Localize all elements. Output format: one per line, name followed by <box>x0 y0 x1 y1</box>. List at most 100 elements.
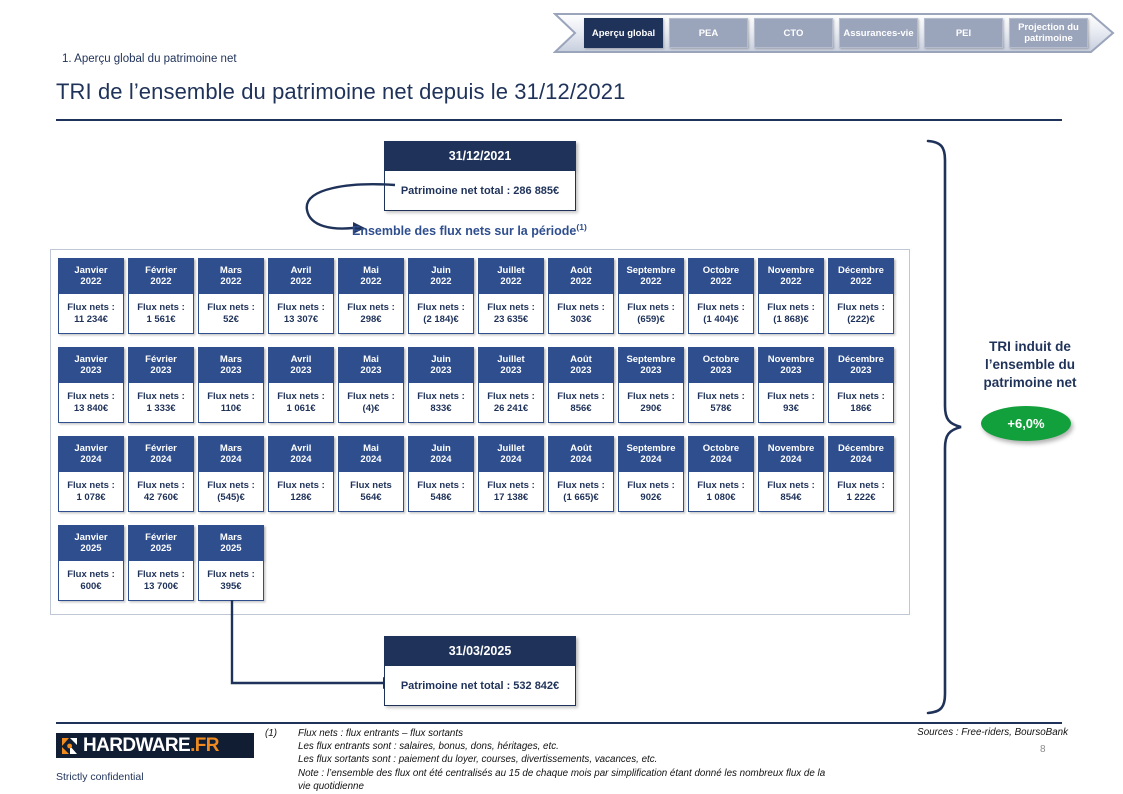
flux-cell-year: 2022 <box>710 276 732 287</box>
flux-cell-body: Flux nets :11 234€ <box>58 294 124 334</box>
flux-cell-value: 833€ <box>430 402 452 414</box>
flux-cell-year: 2024 <box>850 454 872 465</box>
flux-cell-label: Flux nets : <box>137 568 185 580</box>
flux-cell-year: 2022 <box>780 276 802 287</box>
flux-cell-label: Flux nets : <box>487 390 535 402</box>
footnote-line-1: Flux nets : flux entrants – flux sortant… <box>298 728 463 739</box>
flux-cell-month: Juillet <box>497 265 525 276</box>
nav-tab-cto[interactable]: CTO <box>754 18 833 48</box>
flux-cell-year: 2023 <box>220 365 242 376</box>
nav-tab-pei[interactable]: PEI <box>924 18 1003 48</box>
flux-cell-body: Flux nets :23 635€ <box>478 294 544 334</box>
flux-cell-label: Flux nets : <box>697 479 745 491</box>
flux-cell-value: 578€ <box>710 402 732 414</box>
flux-cell-month: Juin <box>431 265 451 276</box>
flux-cell-body: Flux nets :(222)€ <box>828 294 894 334</box>
flux-cell-month: Décembre <box>838 265 884 276</box>
footnote-line-3: Les flux sortants sont : paiement du loy… <box>298 754 658 766</box>
flux-cell-label: Flux nets : <box>767 479 815 491</box>
flux-cell-body: Flux nets :52€ <box>198 294 264 334</box>
flux-cell-label: Flux nets : <box>137 390 185 402</box>
flux-cell-body: Flux nets :1 078€ <box>58 472 124 512</box>
nav-tab-label: Assurances-vie <box>843 27 914 39</box>
flux-cell-label: Flux nets : <box>697 390 745 402</box>
flux-cell-label: Flux nets : <box>697 301 745 313</box>
footnote-line-4: Note : l’ensemble des flux ont été centr… <box>298 767 826 792</box>
flux-cell-label: Flux nets : <box>837 390 885 402</box>
flux-cell-label: Flux nets : <box>557 301 605 313</box>
flux-cell-value: (222)€ <box>847 313 875 325</box>
flux-cell-year: 2022 <box>500 276 522 287</box>
tri-value-badge: +6,0% <box>981 406 1071 441</box>
flux-cell-body: Flux nets :298€ <box>338 294 404 334</box>
flux-cell-month: Mars <box>219 532 243 543</box>
nav-tab-apercu-global[interactable]: Aperçu global <box>584 18 663 48</box>
flux-cell-label: Flux nets : <box>277 390 325 402</box>
flux-cell-body: Flux nets :856€ <box>548 383 614 423</box>
flux-cell-year: 2024 <box>150 454 172 465</box>
flux-cell-label: Flux nets : <box>67 479 115 491</box>
flux-cell-year: 2022 <box>430 276 452 287</box>
logo-name: HARDWARE <box>83 735 191 756</box>
flux-cell-month: Janvier <box>74 265 108 276</box>
flux-cell-month: Mars <box>219 265 243 276</box>
flux-cell-value: 856€ <box>570 402 592 414</box>
flux-cell-year: 2023 <box>710 365 732 376</box>
flux-cell-label: Flux nets : <box>627 479 675 491</box>
flux-cell-month: Février <box>145 443 177 454</box>
flux-cell-year: 2023 <box>150 365 172 376</box>
flux-cell-year: 2022 <box>640 276 662 287</box>
flux-cell-value: (1 665)€ <box>563 491 599 503</box>
nav-tab-projection-patrimoine[interactable]: Projection du patrimoine <box>1009 18 1088 48</box>
footnote-lines: Flux nets : flux entrants – flux sortant… <box>298 727 835 793</box>
flux-cell-month: Décembre <box>838 443 884 454</box>
flux-cell-month: Septembre <box>626 265 676 276</box>
logo-wordmark: HARDWARE.FR <box>83 735 220 756</box>
flux-cell-body: Flux nets :13 307€ <box>268 294 334 334</box>
flux-cell-value: 186€ <box>850 402 872 414</box>
flux-cell-month: Avril <box>290 354 312 365</box>
flux-cell-value: 290€ <box>640 402 662 414</box>
flux-cell-body: Flux nets :1 222€ <box>828 472 894 512</box>
flux-cell-body: Flux nets :600€ <box>58 561 124 601</box>
sources-note: Sources : Free-riders, BoursoBank <box>917 727 1068 738</box>
flux-cell-body: Flux nets :833€ <box>408 383 474 423</box>
flux-cell-value: 548€ <box>430 491 452 503</box>
flux-cell-month: Novembre <box>767 354 815 365</box>
nav-tab-assurances-vie[interactable]: Assurances-vie <box>839 18 918 48</box>
flux-period-label: Ensemble des flux nets sur la période(1) <box>352 222 587 238</box>
flux-cell-month: Mai <box>363 443 379 454</box>
flux-cell-value: 110€ <box>220 402 242 414</box>
flux-cell-year: 2024 <box>710 454 732 465</box>
flux-cell-value: 1 078€ <box>76 491 106 503</box>
nav-tab-pea[interactable]: PEA <box>669 18 748 48</box>
